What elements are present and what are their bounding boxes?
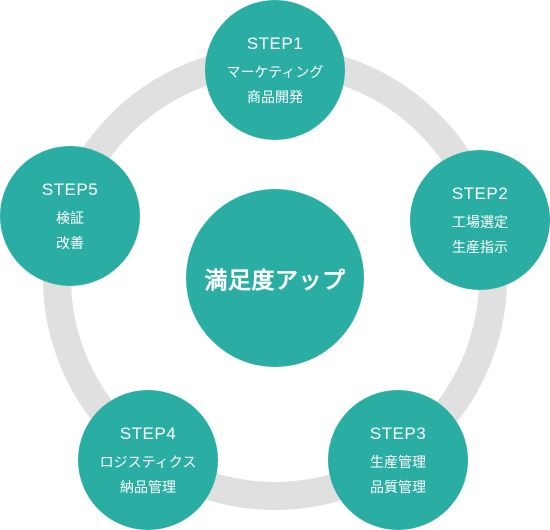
step3-line-2: 品質管理 [370, 480, 426, 496]
step2-line-1: 工場選定 [452, 215, 508, 231]
step4-line-1: ロジスティクス [99, 455, 197, 471]
step1-circle: STEP1 マーケティング 商品開発 [205, 0, 345, 140]
step5-circle: STEP5 検証 改善 [0, 146, 140, 286]
center-goal-circle: 満足度アップ [186, 189, 364, 367]
step4-label: STEP4 [119, 424, 177, 443]
step2-line-2: 生産指示 [452, 240, 508, 256]
step1-line-1: マーケティング [226, 65, 324, 81]
step3-label: STEP3 [369, 424, 427, 443]
step4-line-2: 納品管理 [120, 480, 176, 496]
step5-line-2: 改善 [56, 236, 84, 252]
step3-circle: STEP3 生産管理 品質管理 [328, 390, 468, 530]
step1-line-2: 商品開発 [247, 90, 303, 106]
step5-line-1: 検証 [56, 211, 84, 227]
center-goal-label: 満足度アップ [204, 268, 346, 294]
step3-line-1: 生産管理 [370, 455, 426, 471]
step2-circle: STEP2 工場選定 生産指示 [410, 150, 550, 290]
step4-circle: STEP4 ロジスティクス 納品管理 [78, 390, 218, 530]
step1-label: STEP1 [246, 34, 304, 53]
step2-label: STEP2 [451, 184, 509, 203]
step5-label: STEP5 [41, 180, 99, 199]
